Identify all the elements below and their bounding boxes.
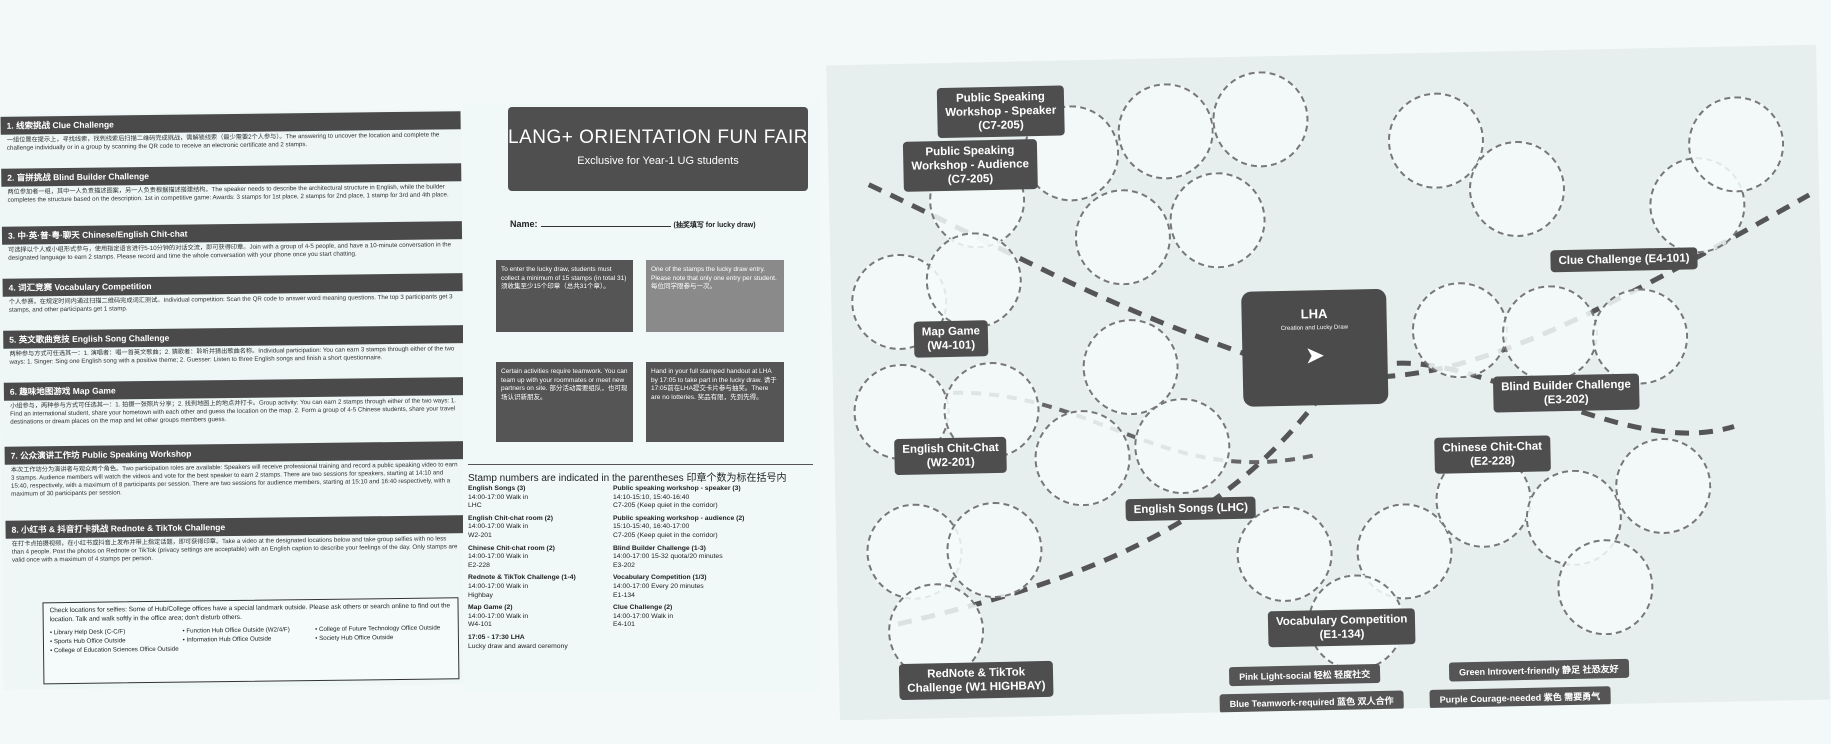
event-time: 14:00-17:00 Every 20 minutes E1-134: [613, 582, 704, 599]
event-name: Blind Builder Challenge (1-3): [613, 544, 706, 552]
event-time: 14:00-17:00 15-32 quota/20 minutes E3-20…: [613, 553, 723, 569]
tag-rednote: RedNote & TikTok Challenge (W1 HIGHBAY): [898, 660, 1054, 701]
schedule-col-2: Public speaking workshop - speaker (3)14…: [613, 481, 813, 630]
tag-vocabulary: Vocabulary Competition (E1-134): [1267, 608, 1416, 648]
section-body: 可选择以个人或小组形式参与，使用指定语言进行5-10分钟的对话交流，即可获得印章…: [8, 241, 452, 262]
info-box-stamps: To enter the lucky draw, students must c…: [496, 260, 633, 332]
schedule-page: LANG+ ORIENTATION FUN FAIR Exclusive for…: [463, 97, 820, 692]
tag-english-songs: English Songs (LHC): [1125, 496, 1257, 522]
legend-pink: Pink Light-social 轻松 轻度社交: [1228, 663, 1381, 687]
event-name: 17:05 - 17:30 LHA: [468, 633, 525, 641]
tag-english-chat: English Chit-Chat (W2-201): [894, 436, 1008, 476]
info-box-teamwork: Certain activities require teamwork. You…: [496, 362, 633, 442]
section-body: 个人参赛，在规定时间内通过扫描二维码完成词汇测试。Individual comp…: [8, 293, 453, 314]
page-title: LANG+ ORIENTATION FUN FAIR: [508, 127, 808, 148]
tag-map-game: Map Game (W4-101): [913, 320, 989, 358]
section-body: 本次工作坊分为演讲者与观众两个角色。Two participation role…: [10, 461, 458, 498]
location-item: • College of Education Sciences Office O…: [50, 645, 179, 655]
navigation-arrow-icon: ➤: [1304, 342, 1326, 370]
event-name: English Songs (3): [468, 485, 526, 492]
tag-clue: Clue Challenge (E4-101): [1550, 247, 1698, 273]
selfie-locations-box: Check locations for selfies: Some of Hub…: [42, 597, 460, 685]
event-name: Vocabulary Competition (1/3): [613, 574, 707, 582]
event-time: 14:00-17:00 Walk in E4-101: [613, 612, 674, 629]
section-body: 小组参与，两种参与方式可任选其一：1. 拍摄一张照片分享；2. 找到地图上的地点…: [10, 397, 457, 426]
event-time: 14:00-17:00 Walk in W2-201: [468, 523, 529, 539]
tag-blind-builder: Blind Builder Challenge (E3-202): [1492, 373, 1640, 413]
legend-green: Green Introvert-friendly 静足 社恐友好: [1448, 658, 1629, 682]
title-banner: LANG+ ORIENTATION FUN FAIR Exclusive for…: [508, 107, 808, 191]
legend-blue: Blue Teamwork-required 蓝色 双人合作: [1219, 690, 1404, 714]
lha-hub: LHA Creation and Lucky Draw ➤: [1241, 288, 1389, 407]
event-time: 14:00-17:00 Walk in E2-228: [468, 553, 529, 569]
location-item: • Information Hub Office Outside: [182, 635, 272, 644]
event-name: Rednote & TikTok Challenge (1-4): [468, 574, 576, 582]
campus-map: LHA Creation and Lucky Draw ➤ Public Spe…: [826, 44, 1830, 721]
tag-speaking-speaker: Public Speaking Workshop - Speaker (C7-2…: [936, 85, 1065, 139]
location-item: • Society Hub Office Outside: [315, 634, 394, 643]
event-name: Public speaking workshop - audience (2): [613, 514, 745, 522]
section-body: 一组位置在提示上，寻找线索，找到线索后扫描二维码完成挑战，需解锁线索（最少需要2…: [6, 131, 440, 152]
page-subtitle: Exclusive for Year-1 UG students: [577, 155, 739, 167]
tag-chinese-chat: Chinese Chit-Chat (E2-228): [1434, 435, 1551, 474]
event-name: Chinese Chit-chat room (2): [468, 544, 555, 552]
section-body: 两种参与方式可任选其一：1. 演唱者：唱一首英文歌曲；2. 猜歌者：聆听并猜出歌…: [9, 345, 455, 366]
event-name: English Chit-chat room (2): [468, 514, 553, 522]
event-time: 15:10-15:40, 16:40-17:00 C7-205 (Keep qu…: [613, 523, 718, 539]
event-name: Public speaking workshop - speaker (3): [613, 485, 741, 492]
event-time: 14:00-17:00 Walk in Highbay: [468, 582, 529, 599]
schedule-col-1: English Songs (3)14:00-17:00 Walk in LHC…: [468, 481, 618, 651]
section-body: 在打卡点拍摄视频，在小红书或抖音上发布并带上指定话题，即可获得印章。Take a…: [11, 535, 458, 564]
event-name: Clue Challenge (2): [613, 604, 673, 612]
lha-subtitle: Creation and Lucky Draw: [1280, 324, 1349, 332]
event-time: 14:00-17:00 Walk in W4-101: [468, 612, 529, 629]
event-time: 14:00-17:00 Walk in LHC: [468, 493, 529, 510]
info-box-handin: Hand in your full stamped handout at LHA…: [646, 362, 784, 442]
tag-speaking-audience: Public Speaking Workshop - Audience (C7-…: [902, 139, 1038, 192]
event-time: 14:10-15:10, 15:40-16:40 C7-205 (Keep qu…: [613, 493, 718, 510]
section-rednote: 8. 小红书 & 抖音打卡挑战 Rednote & TikTok Challen…: [5, 515, 466, 597]
event-time: Lucky draw and award ceremony: [468, 642, 568, 650]
name-field[interactable]: Name:(抽奖填写 for lucky draw): [510, 219, 756, 229]
stamp-note: Stamp numbers are indicated in the paren…: [468, 464, 813, 484]
legend-purple: Purple Courage-needed 紫色 需要勇气: [1429, 686, 1611, 709]
lha-title: LHA: [1300, 305, 1328, 322]
info-box-entry: One of the stamps the lucky draw entry. …: [646, 260, 784, 332]
event-name: Map Game (2): [468, 604, 513, 612]
